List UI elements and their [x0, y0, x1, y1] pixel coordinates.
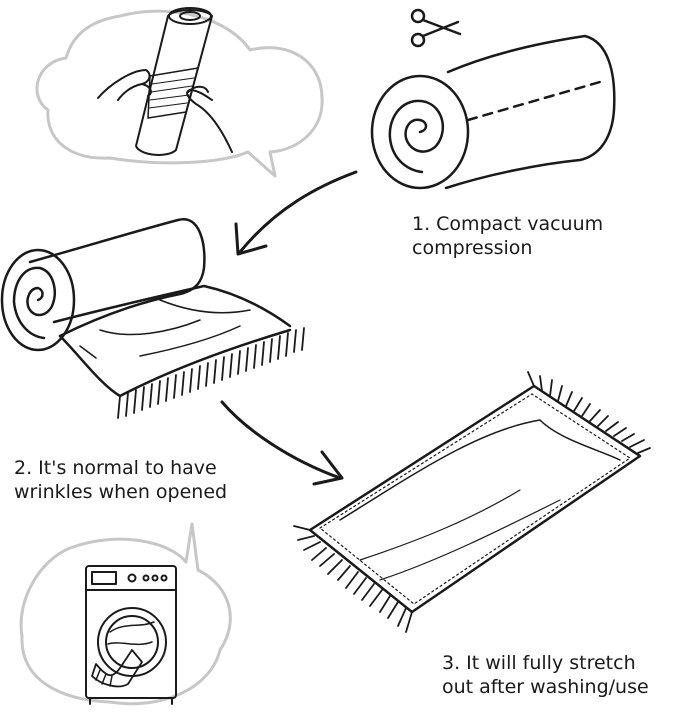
arrow-step-1-to-2 — [234, 170, 358, 256]
flat-rug-icon — [308, 384, 642, 614]
rug-fringe-lower — [117, 327, 305, 419]
step-3-line-1: 3. It will fully stretch — [442, 652, 636, 674]
step-1-caption: 1. Compact vacuum compression — [412, 212, 603, 260]
flat-rug-fringe-top — [527, 371, 651, 454]
compressed-roll-icon — [370, 34, 616, 190]
step-3-caption: 3. It will fully stretch out after washi… — [442, 651, 649, 699]
washing-machine-icon — [85, 565, 177, 705]
step-2-caption: 2. It's normal to have wrinkles when ope… — [14, 456, 227, 504]
step-2-line-2: wrinkles when opened — [14, 481, 228, 503]
arrow-step-2-to-3 — [220, 400, 344, 486]
hands-unwrapping-roll-icon — [97, 7, 233, 156]
rolled-rug-icon — [0, 218, 292, 398]
flat-rug-fringe-bottom — [293, 525, 413, 633]
step-1-line-1: 1. Compact vacuum — [412, 213, 604, 235]
unpacking-thought-bubble — [35, 9, 324, 178]
step-3-line-2: out after washing/use — [442, 676, 649, 698]
step-2-line-1: 2. It's normal to have — [14, 457, 217, 479]
washing-thought-bubble — [19, 522, 232, 706]
step-1-line-2: compression — [412, 237, 533, 259]
scissors-icon — [410, 8, 462, 48]
